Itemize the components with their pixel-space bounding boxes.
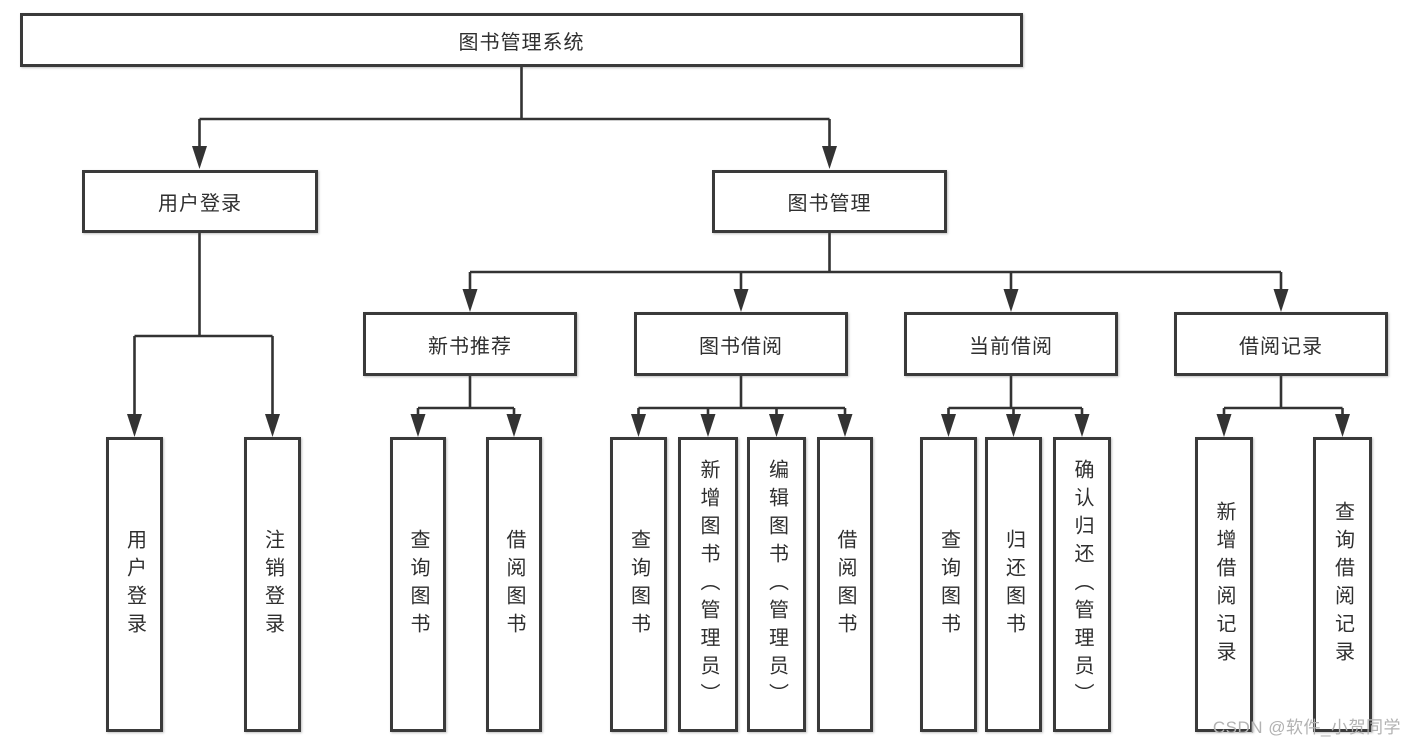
leaf-borrow-book: 借阅图书 — [817, 437, 873, 732]
leaf-query-book-recommend-label: 查询图书 — [407, 528, 429, 641]
leaf-borrow-book-label: 借阅图书 — [834, 528, 856, 641]
node-new-book-recommend: 新书推荐 — [363, 312, 577, 376]
leaf-borrow-book-recommend-label: 借阅图书 — [503, 528, 525, 641]
leaf-add-borrow-record-label: 新增借阅记录 — [1213, 500, 1235, 669]
node-borrow-records: 借阅记录 — [1174, 312, 1388, 376]
node-user-login-label: 用户登录 — [158, 193, 242, 215]
leaf-confirm-return-admin: 确认归还（管理员） — [1053, 437, 1111, 732]
leaf-add-book-admin: 新增图书（管理员） — [678, 437, 738, 732]
node-new-book-recommend-label: 新书推荐 — [428, 335, 512, 358]
node-borrow-records-label: 借阅记录 — [1239, 335, 1323, 358]
node-current-borrow-label: 当前借阅 — [969, 335, 1053, 358]
leaf-logout: 注销登录 — [244, 437, 301, 732]
node-root-label: 图书管理系统 — [458, 31, 585, 54]
node-book-management: 图书管理 — [712, 170, 947, 233]
leaf-add-borrow-record: 新增借阅记录 — [1195, 437, 1253, 732]
node-book-borrow: 图书借阅 — [634, 312, 848, 376]
leaf-borrow-book-recommend: 借阅图书 — [486, 437, 542, 732]
leaf-query-borrow-record-label: 查询借阅记录 — [1331, 500, 1354, 669]
node-current-borrow: 当前借阅 — [904, 312, 1118, 376]
leaf-user-login-label: 用户登录 — [123, 528, 146, 641]
leaf-query-book-borrow-label: 查询图书 — [627, 528, 650, 641]
leaf-return-book: 归还图书 — [985, 437, 1042, 732]
leaf-query-book-recommend: 查询图书 — [390, 437, 446, 732]
leaf-edit-book-admin: 编辑图书（管理员） — [747, 437, 806, 732]
leaf-confirm-return-admin-label: 确认归还（管理员） — [1071, 458, 1093, 711]
node-root: 图书管理系统 — [20, 13, 1023, 67]
node-user-login: 用户登录 — [82, 170, 318, 233]
leaf-query-borrow-record: 查询借阅记录 — [1313, 437, 1372, 732]
leaf-user-login: 用户登录 — [106, 437, 163, 732]
leaf-return-book-label: 归还图书 — [1002, 528, 1025, 641]
leaf-query-book-current: 查询图书 — [920, 437, 977, 732]
leaf-edit-book-admin-label: 编辑图书（管理员） — [765, 458, 788, 711]
node-book-borrow-label: 图书借阅 — [699, 335, 783, 358]
watermark: CSDN @软件_小贺同学 — [1212, 718, 1401, 737]
node-book-management-label: 图书管理 — [787, 193, 872, 215]
leaf-query-book-current-label: 查询图书 — [937, 528, 960, 641]
leaf-add-book-admin-label: 新增图书（管理员） — [697, 458, 719, 711]
leaf-logout-label: 注销登录 — [261, 528, 284, 641]
leaf-query-book-borrow: 查询图书 — [610, 437, 667, 732]
